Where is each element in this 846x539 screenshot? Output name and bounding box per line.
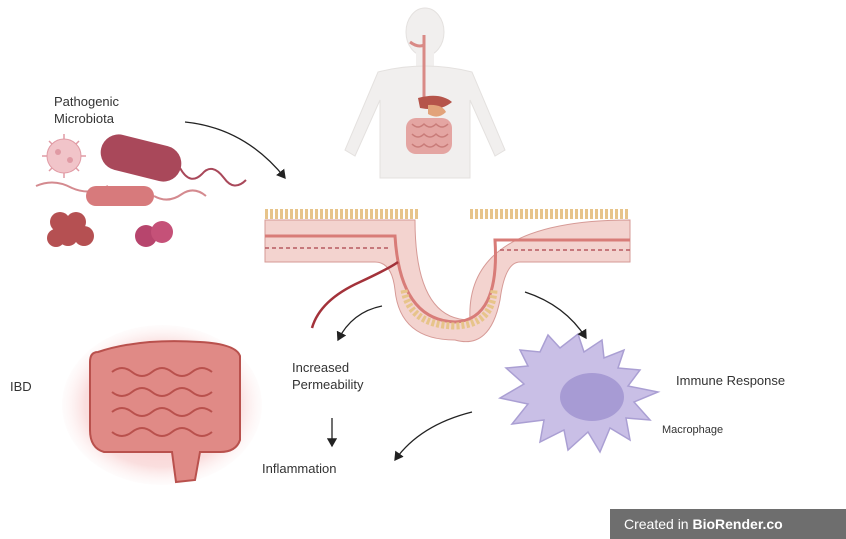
biorender-watermark: Created in BioRender.co bbox=[610, 509, 846, 539]
arrow-microbiota-to-tissue bbox=[185, 122, 285, 178]
pathogenic-microbes-illustration bbox=[36, 131, 246, 247]
arrow-macrophage-to-inflammation bbox=[395, 412, 472, 460]
arrow-tissue-to-permeability bbox=[338, 306, 382, 340]
watermark-prefix: Created in bbox=[624, 516, 692, 532]
label-permeability: Permeability bbox=[292, 377, 364, 393]
label-macrophage: Macrophage bbox=[662, 423, 723, 437]
intestinal-tissue-illustration bbox=[265, 214, 630, 342]
label-microbiota: Microbiota bbox=[54, 111, 114, 127]
label-inflammation: Inflammation bbox=[262, 461, 336, 477]
watermark-brand: BioRender.co bbox=[692, 516, 782, 532]
arrow-tissue-to-macrophage bbox=[525, 292, 586, 338]
label-pathogenic: Pathogenic bbox=[54, 94, 119, 110]
label-immune-response: Immune Response bbox=[676, 373, 785, 389]
macrophage-illustration bbox=[500, 334, 658, 452]
human-body-illustration bbox=[345, 8, 505, 178]
label-increased: Increased bbox=[292, 360, 349, 376]
inflamed-intestine-illustration bbox=[62, 325, 262, 485]
label-ibd: IBD bbox=[10, 379, 32, 395]
